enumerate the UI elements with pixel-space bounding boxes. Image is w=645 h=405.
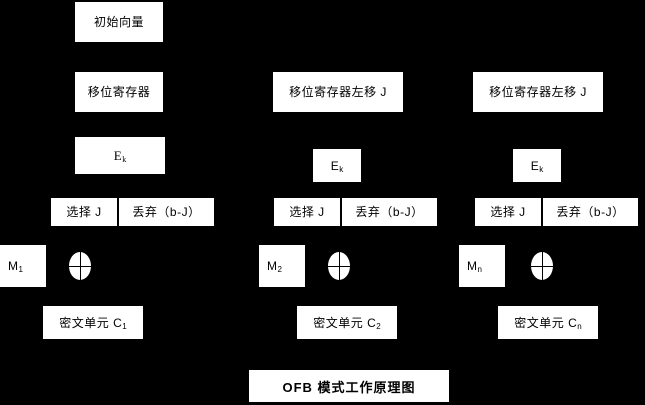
shift-register-box-2: 移位寄存器左移 J bbox=[273, 72, 403, 112]
message-box-2: M2 bbox=[259, 245, 305, 287]
ciphertext-label-1: 密文单元 C1 bbox=[59, 315, 127, 331]
select-label-3: 选择 J bbox=[490, 205, 526, 219]
shift-register-label-1: 移位寄存器 bbox=[87, 85, 151, 99]
message-box-1: M1 bbox=[0, 245, 46, 287]
encrypt-label-3: Ek bbox=[530, 158, 544, 174]
ciphertext-box-2: 密文单元 C2 bbox=[297, 306, 397, 339]
discard-label-3: 丢弃（b-J） bbox=[556, 205, 625, 219]
shift-register-label-2: 移位寄存器左移 J bbox=[289, 85, 387, 99]
encrypt-box-1: Ek bbox=[75, 137, 165, 174]
message-label-2: M2 bbox=[267, 259, 282, 274]
discard-label-2: 丢弃（b-J） bbox=[355, 205, 424, 219]
ciphertext-box-1: 密文单元 C1 bbox=[43, 306, 143, 339]
select-box-2: 选择 J bbox=[274, 198, 340, 226]
xor-icon-3 bbox=[531, 252, 553, 280]
encrypt-box-3: Ek bbox=[513, 149, 561, 182]
ciphertext-label-3: 密文单元 Cn bbox=[514, 315, 582, 331]
message-box-3: Mn bbox=[459, 245, 505, 287]
ciphertext-box-3: 密文单元 Cn bbox=[498, 306, 598, 339]
diagram-title-label: OFB 模式工作原理图 bbox=[282, 379, 416, 395]
xor-icon-1 bbox=[69, 252, 91, 280]
initial-vector-box: 初始向量 bbox=[75, 2, 163, 42]
ciphertext-label-2: 密文单元 C2 bbox=[313, 315, 381, 331]
discard-box-1: 丢弃（b-J） bbox=[119, 198, 214, 226]
shift-register-box-3: 移位寄存器左移 J bbox=[473, 72, 603, 112]
select-label-1: 选择 J bbox=[66, 205, 102, 219]
initial-vector-label: 初始向量 bbox=[93, 15, 144, 29]
xor-icon-2 bbox=[328, 252, 350, 280]
select-label-2: 选择 J bbox=[289, 205, 325, 219]
discard-label-1: 丢弃（b-J） bbox=[132, 205, 201, 219]
discard-box-3: 丢弃（b-J） bbox=[543, 198, 638, 226]
message-label-3: Mn bbox=[467, 259, 482, 274]
discard-box-2: 丢弃（b-J） bbox=[342, 198, 437, 226]
select-box-1: 选择 J bbox=[51, 198, 117, 226]
shift-register-label-3: 移位寄存器左移 J bbox=[489, 85, 587, 99]
message-label-1: M1 bbox=[8, 259, 23, 274]
encrypt-box-2: Ek bbox=[313, 149, 361, 182]
encrypt-label-1: Ek bbox=[113, 148, 127, 164]
diagram-title: OFB 模式工作原理图 bbox=[249, 370, 449, 402]
encrypt-label-2: Ek bbox=[330, 158, 344, 174]
shift-register-box-1: 移位寄存器 bbox=[75, 72, 163, 112]
select-box-3: 选择 J bbox=[475, 198, 541, 226]
